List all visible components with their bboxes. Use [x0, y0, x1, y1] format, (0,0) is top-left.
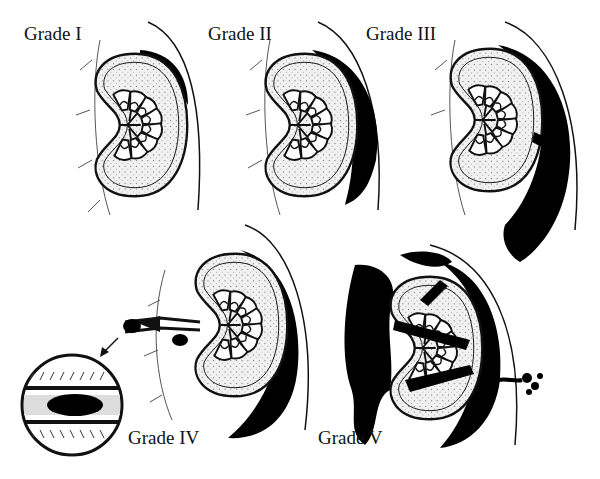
- grade-label: Grade I: [24, 24, 82, 45]
- grade-label: Grade III: [366, 24, 436, 45]
- grade-label: Grade IV: [128, 428, 199, 449]
- grade-label: Grade II: [208, 24, 272, 45]
- grade-label: Grade V: [318, 428, 383, 449]
